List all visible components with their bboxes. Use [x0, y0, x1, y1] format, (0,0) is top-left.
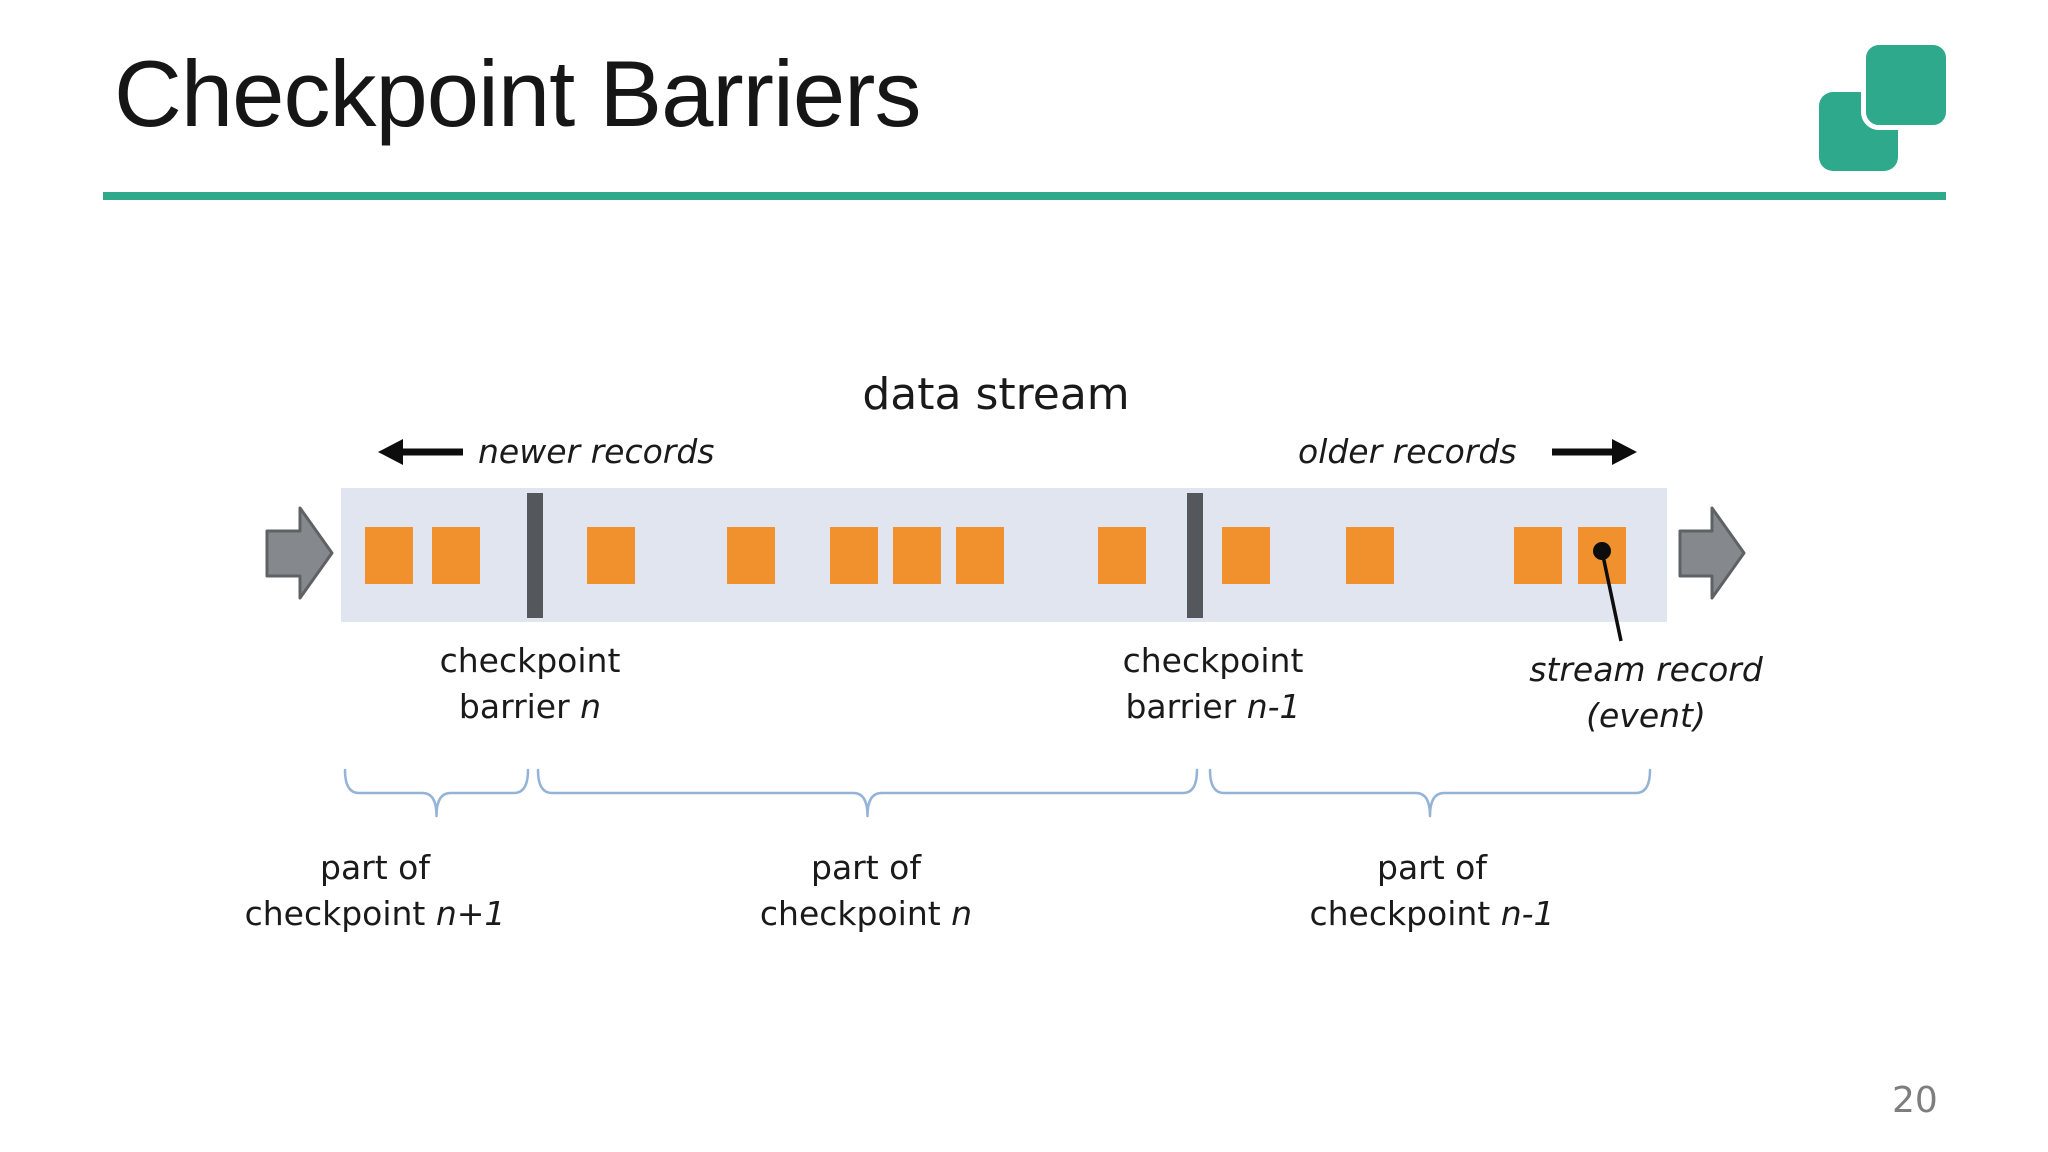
- checkpoint-span-brace: [343, 768, 530, 818]
- stream-outflow-arrow-icon: [1678, 506, 1746, 600]
- checkpoint-barrier: [1187, 493, 1203, 618]
- newer-records-label: newer records: [478, 432, 715, 471]
- logo-square-front: [1861, 40, 1951, 130]
- stream-record: [1222, 527, 1270, 584]
- older-direction-arrow-icon: [1552, 439, 1637, 465]
- stream-inflow-arrow-icon: [265, 506, 334, 600]
- checkpoint-span-brace: [1208, 768, 1652, 818]
- page-number: 20: [1892, 1080, 1938, 1121]
- checkpoint-span-brace: [536, 768, 1199, 818]
- stream-record: [365, 527, 413, 584]
- stream-record: [432, 527, 480, 584]
- stream-record: [1514, 527, 1562, 584]
- older-records-label: older records: [1298, 432, 1517, 471]
- stream-record: [727, 527, 775, 584]
- stream-band: [341, 488, 1667, 622]
- stream-record: [1578, 527, 1626, 584]
- stream-record: [1098, 527, 1146, 584]
- diagram-heading: data stream: [862, 369, 1130, 420]
- page-title: Checkpoint Barriers: [114, 41, 921, 146]
- stream-record-label: stream record (event): [1529, 650, 1763, 735]
- stream-record: [830, 527, 878, 584]
- stream-record: [1346, 527, 1394, 584]
- logo-icon: [1810, 35, 1955, 180]
- checkpoint-barrier: [527, 493, 543, 618]
- stream-record: [956, 527, 1004, 584]
- stream-record: [587, 527, 635, 584]
- title-underline: [103, 192, 1946, 200]
- newer-direction-arrow-icon: [378, 439, 463, 465]
- stream-record: [893, 527, 941, 584]
